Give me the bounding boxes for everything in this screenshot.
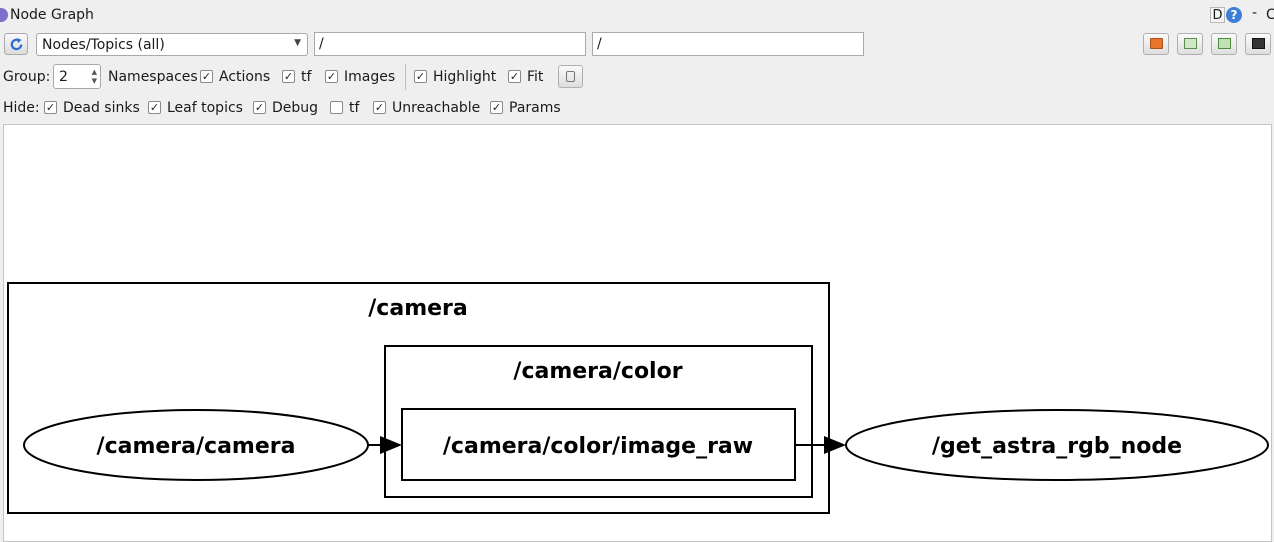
title-bar: Node Graph D ? - C (0, 0, 1274, 30)
screenshot-button[interactable] (1245, 33, 1271, 55)
debug-checkbox[interactable]: ✓ (253, 101, 266, 114)
actions-checkbox[interactable]: ✓ (200, 70, 213, 83)
highlight-label: Highlight (433, 69, 497, 85)
topic-image-raw-label: /camera/color/image_raw (443, 434, 753, 459)
actions-label: Actions (219, 69, 271, 85)
images-checkbox[interactable]: ✓ (325, 70, 338, 83)
dead-sinks-label: Dead sinks (63, 100, 140, 116)
cluster-camera (7, 282, 830, 514)
options-row: Group: 2 ▲ ▼ Namespaces ✓ Actions ✓ tf ✓… (0, 64, 1274, 90)
spin-up-icon[interactable]: ▲ (91, 68, 97, 76)
node-filter-input[interactable] (315, 33, 585, 55)
refresh-button[interactable] (4, 33, 28, 55)
save-image-button[interactable] (1211, 33, 1237, 55)
group-spinbox[interactable]: 2 ▲ ▼ (53, 64, 101, 89)
graph-svg: /camera /camera/color /camera/camera /ca… (7, 282, 1269, 514)
fit-label: Fit (527, 69, 544, 85)
namespaces-label: Namespaces (108, 69, 198, 85)
leaf-topics-label: Leaf topics (167, 100, 243, 116)
cluster-camera-color (384, 345, 813, 498)
chevron-down-icon: ▼ (294, 38, 301, 48)
node-get-astra-rgb-label: /get_astra_rgb_node (932, 434, 1182, 459)
dead-sinks-checkbox[interactable]: ✓ (44, 101, 57, 114)
refresh-icon (10, 37, 23, 51)
divider (405, 64, 406, 90)
cluster-camera-label: /camera (368, 296, 467, 321)
fit-in-view-button[interactable] (558, 65, 583, 88)
hide-label: Hide: (3, 100, 40, 116)
close-button[interactable]: C (1266, 7, 1274, 23)
app-icon (0, 8, 8, 22)
fit-checkbox[interactable]: ✓ (508, 70, 521, 83)
topic-filter-input[interactable] (593, 33, 863, 55)
hide-row: Hide: ✓ Dead sinks ✓ Leaf topics ✓ Debug… (0, 96, 1274, 120)
tf-checkbox[interactable]: ✓ (282, 70, 295, 83)
group-value: 2 (59, 69, 68, 85)
group-label: Group: (3, 69, 51, 85)
help-icon[interactable]: ? (1226, 7, 1242, 23)
params-checkbox[interactable]: ✓ (490, 101, 503, 114)
save-dot-button[interactable] (1177, 33, 1203, 55)
save-dot-icon (1184, 38, 1197, 49)
highlight-checkbox[interactable]: ✓ (414, 70, 427, 83)
node-camera-camera-label: /camera/camera (97, 434, 296, 459)
cluster-camera-color-label: /camera/color (513, 359, 682, 384)
edge-topic-to-node-arrow (824, 436, 846, 454)
params-label: Params (509, 100, 561, 116)
unreachable-checkbox[interactable]: ✓ (373, 101, 386, 114)
hide-tf-checkbox[interactable] (330, 101, 343, 114)
tf-label: tf (301, 69, 312, 85)
debug-label: Debug (272, 100, 319, 116)
d-button[interactable]: D (1210, 7, 1225, 23)
unreachable-label: Unreachable (392, 100, 481, 116)
leaf-topics-checkbox[interactable]: ✓ (148, 101, 161, 114)
graph-type-value: Nodes/Topics (all) (42, 37, 165, 53)
graph-type-select[interactable]: Nodes/Topics (all) ▼ (36, 33, 308, 56)
images-label: Images (344, 69, 396, 85)
topic-filter-field[interactable] (592, 32, 864, 56)
edge-camera-to-topic-arrow (380, 436, 402, 454)
graph-canvas[interactable]: /camera /camera/color /camera/camera /ca… (3, 124, 1272, 542)
node-filter-field[interactable] (314, 32, 586, 56)
fit-in-view-icon (566, 71, 575, 82)
save-image-icon (1218, 38, 1231, 49)
minimize-button[interactable]: - (1252, 5, 1258, 21)
load-button[interactable] (1143, 33, 1169, 55)
load-icon (1150, 38, 1163, 49)
spin-down-icon[interactable]: ▼ (91, 77, 97, 85)
screenshot-icon (1252, 38, 1265, 49)
hide-tf-label: tf (349, 100, 360, 116)
window-title: Node Graph (10, 7, 94, 23)
